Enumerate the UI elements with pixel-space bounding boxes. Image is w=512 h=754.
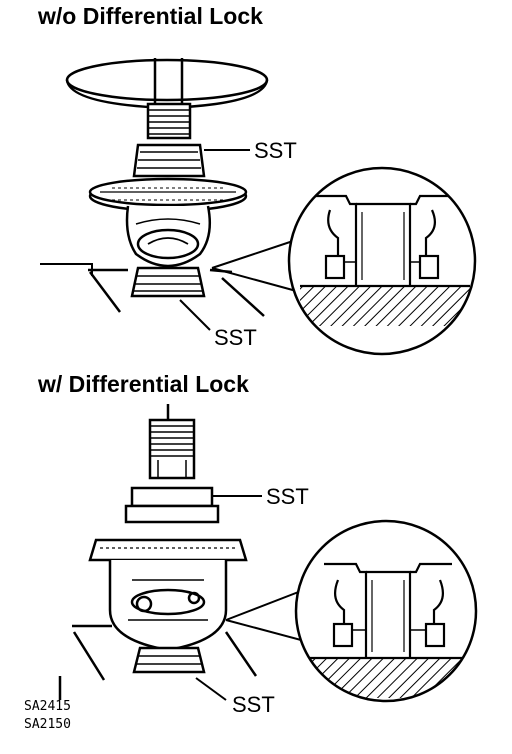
leader-lines-top	[179, 149, 301, 331]
figure-code-2: SA2150	[24, 717, 71, 732]
sst-label-bottom-upper: SST	[266, 484, 309, 509]
press-assembly-bottom	[58, 404, 258, 700]
detail-view-top	[287, 166, 477, 356]
sst-label-bottom-lower: SST	[232, 692, 275, 717]
section-title-bottom: w/ Differential Lock	[37, 371, 249, 397]
detail-view-bottom	[294, 519, 478, 703]
sst-label-top-lower: SST	[214, 325, 257, 350]
figure-code-1: SA2415	[24, 699, 71, 714]
section-title-top: w/o Differential Lock	[37, 3, 263, 29]
sst-label-top-upper: SST	[254, 138, 297, 163]
press-assembly-top	[40, 58, 269, 317]
